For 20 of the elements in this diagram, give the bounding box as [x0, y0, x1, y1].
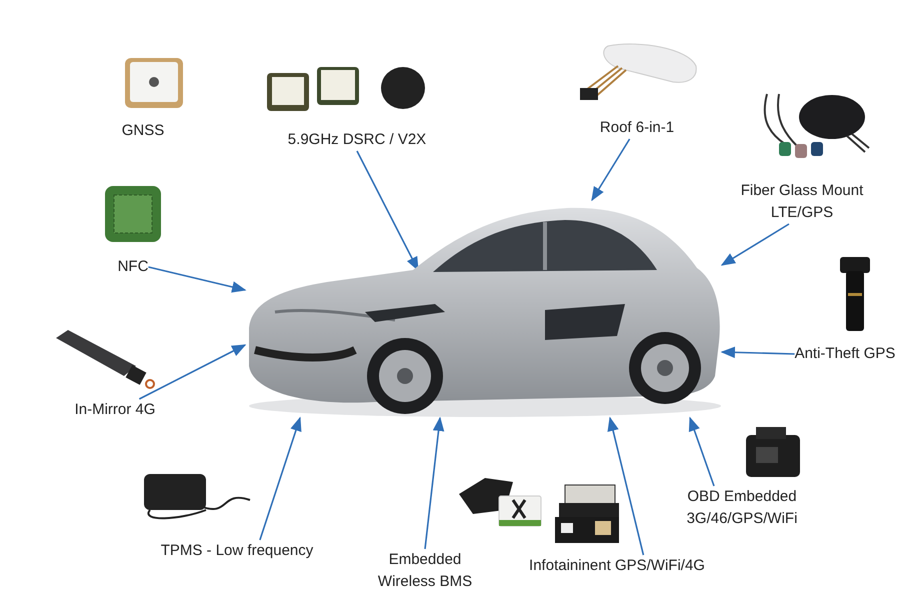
arrow — [688, 416, 715, 486]
arrow — [424, 416, 444, 550]
product-label: Roof 6-in-1 — [600, 117, 674, 139]
product-label: 5.9GHz DSRC / V2X — [288, 129, 426, 151]
product-label: Anti-Theft GPS — [794, 343, 896, 365]
product-label: Fiber Glass Mount LTE/GPS — [737, 180, 867, 224]
arrow — [720, 223, 790, 266]
product-label: Embedded Wireless BMS — [365, 549, 485, 593]
arrow — [259, 416, 302, 540]
arrow — [138, 344, 246, 400]
product-label: TPMS - Low frequency — [160, 540, 314, 562]
arrow — [148, 266, 246, 293]
arrow — [607, 416, 644, 556]
product-label: In-Mirror 4G — [74, 399, 156, 421]
product-label: OBD Embedded 3G/46/GPS/WiFi — [672, 486, 812, 530]
arrow — [720, 346, 795, 358]
product-label: NFC — [118, 256, 148, 278]
arrow — [591, 138, 630, 202]
product-label: Infotaininent GPS/WiFi/4G — [529, 555, 705, 577]
product-label: GNSS — [122, 120, 164, 142]
